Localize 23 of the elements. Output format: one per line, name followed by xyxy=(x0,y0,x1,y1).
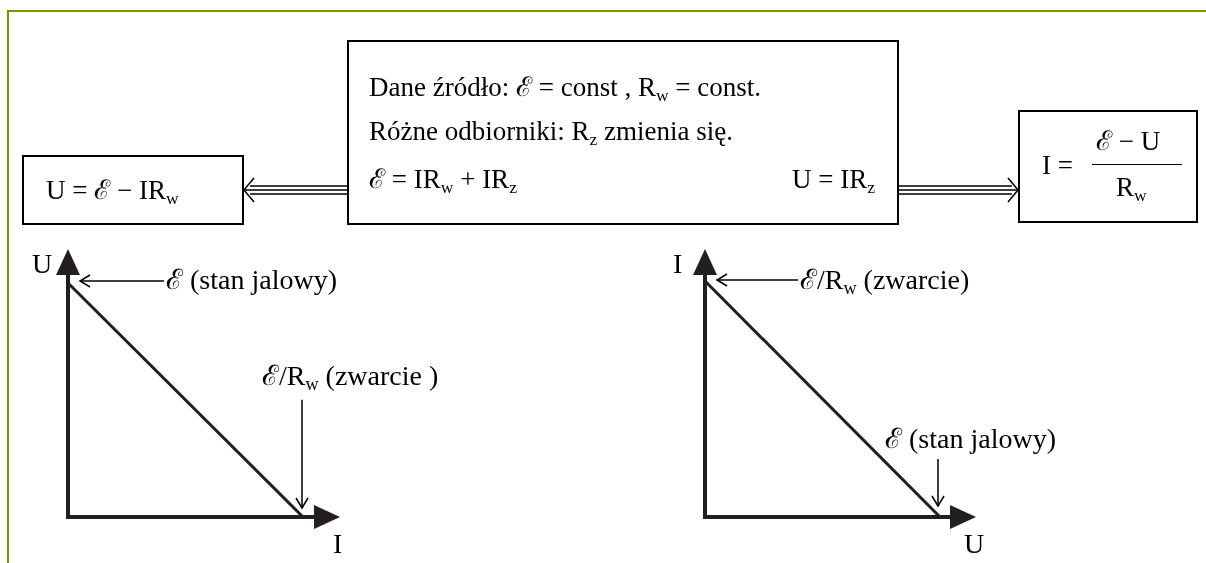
leader-arrow xyxy=(79,274,165,288)
formula-text: I = xyxy=(1042,152,1073,179)
annotation-label: ℰ (stan jalowy) xyxy=(885,425,1056,453)
leader-arrow xyxy=(931,458,945,507)
annotation-label: ℰ/R$_{w}$ (zwarcie ) xyxy=(262,362,439,394)
formula-box xyxy=(22,155,244,225)
formula-text: ℰ = IR$_{w}$ + IR$_{z}$ xyxy=(369,166,517,197)
formula-text: Dane źródło: ℰ = const , R$_{w}$ = const. xyxy=(369,74,762,105)
implication-arrow xyxy=(243,177,348,203)
leader-arrow xyxy=(716,273,799,287)
formula-text: R$_{w}$ xyxy=(1116,174,1147,205)
formula-text: ℰ − U xyxy=(1096,128,1161,155)
formula-text: U = ℰ − IR$_{w}$ xyxy=(46,177,179,208)
axis-label: U xyxy=(32,250,53,278)
leader-arrow xyxy=(295,398,309,509)
formula-text: Różne odbiorniki: R$_{z}$ zmienia się. xyxy=(369,118,733,149)
formula-box xyxy=(1018,110,1198,223)
axis-label: I xyxy=(333,530,343,558)
formula-text: U = IR$_{z}$ xyxy=(792,166,875,197)
implication-arrow xyxy=(898,177,1019,203)
assumption-box xyxy=(347,40,899,225)
axis-label: I xyxy=(673,250,683,278)
axis-label: U xyxy=(964,530,985,558)
